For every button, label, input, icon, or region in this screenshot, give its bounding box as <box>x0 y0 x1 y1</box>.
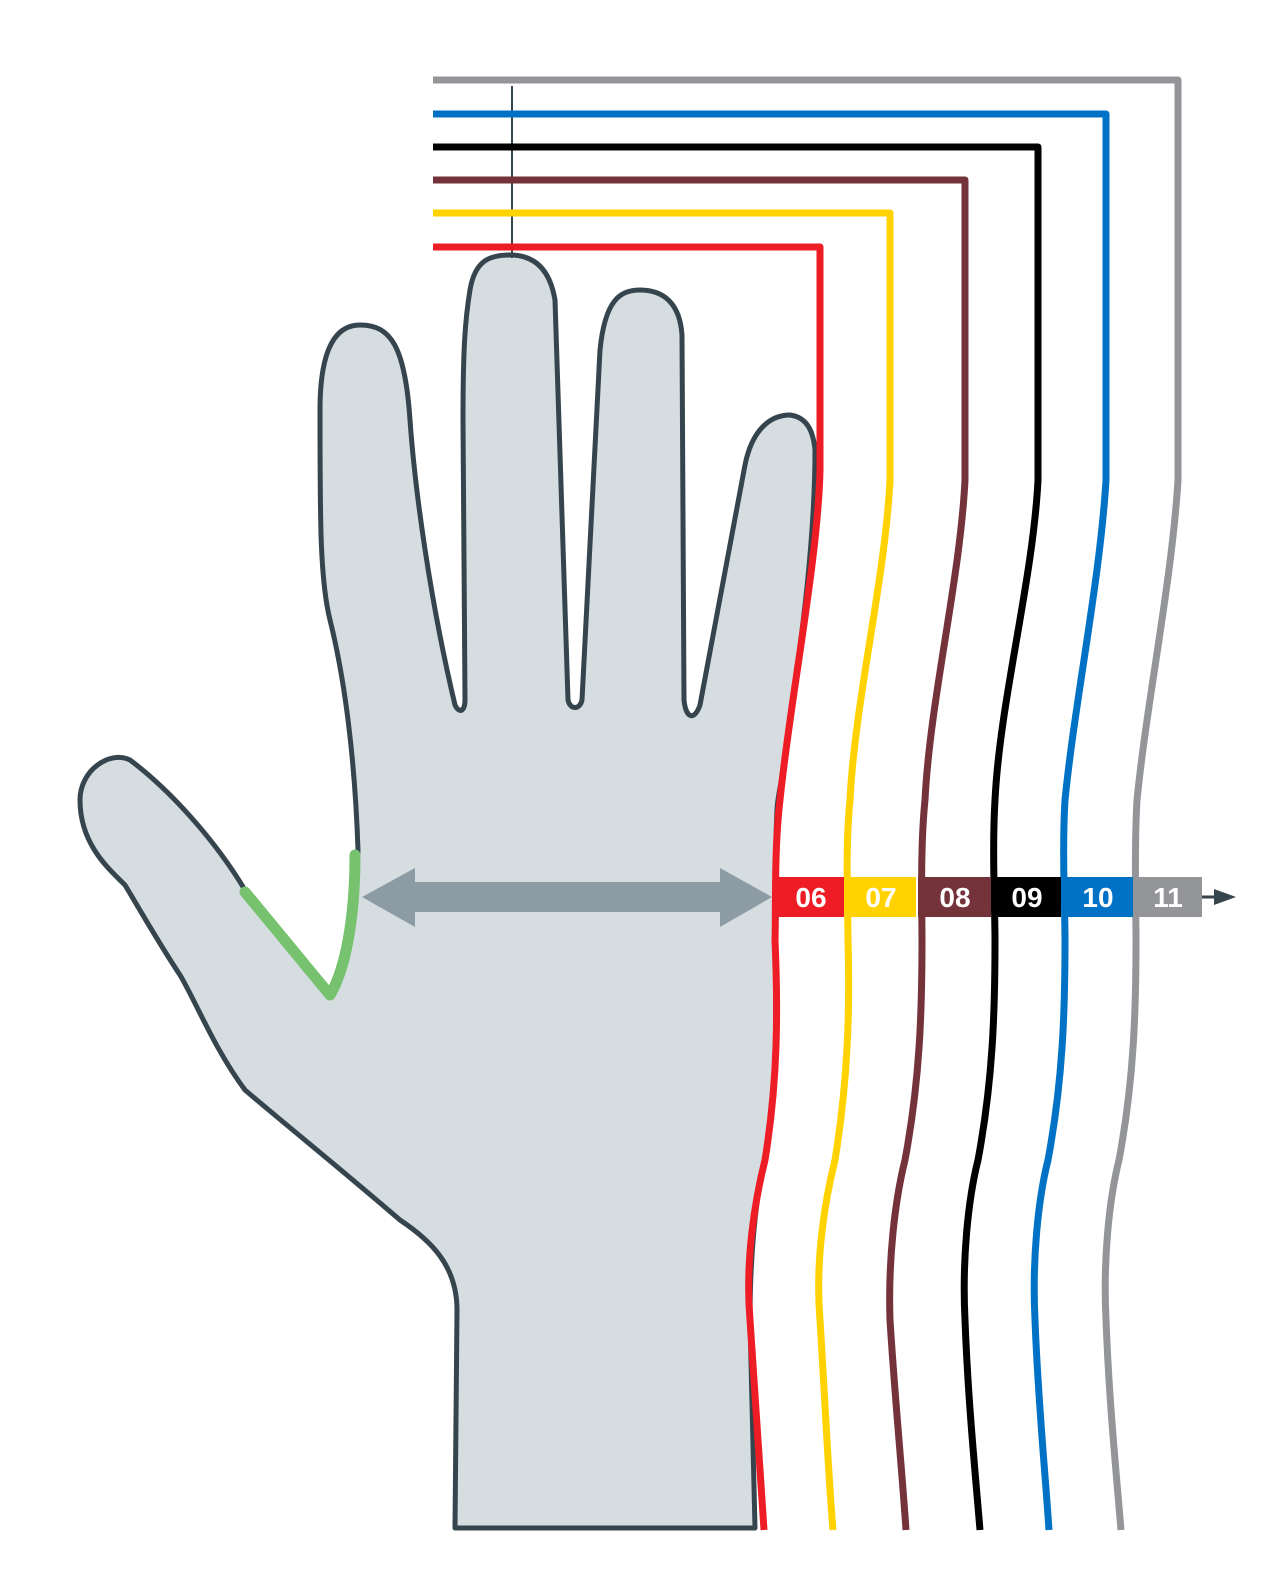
size-lines <box>433 76 1182 1531</box>
size-label-10: 10 <box>1082 882 1113 913</box>
size-label-08: 08 <box>939 882 970 913</box>
size-box-08 <box>918 877 991 917</box>
double-arrow-icon <box>362 868 772 927</box>
size-box-09 <box>993 877 1061 917</box>
size-line-08 <box>433 176 969 1531</box>
size-scale: 06 07 08 09 10 11 <box>776 877 1236 917</box>
size-label-09: 09 <box>1011 882 1042 913</box>
thumb-crease-highlight <box>239 849 361 1001</box>
size-label-11: 11 <box>1153 882 1183 913</box>
size-label-07: 07 <box>865 882 896 913</box>
size-line-07 <box>433 209 894 1531</box>
size-box-11 <box>1135 877 1202 917</box>
size-box-07 <box>846 877 916 917</box>
size-line-09 <box>433 143 1042 1531</box>
size-label-06: 06 <box>795 882 826 913</box>
size-box-06 <box>776 877 844 917</box>
size-line-11 <box>433 76 1182 1531</box>
arrow-right-icon <box>1214 889 1236 905</box>
size-line-10 <box>433 110 1110 1531</box>
size-line-06 <box>433 243 824 1531</box>
size-box-10 <box>1063 877 1133 917</box>
